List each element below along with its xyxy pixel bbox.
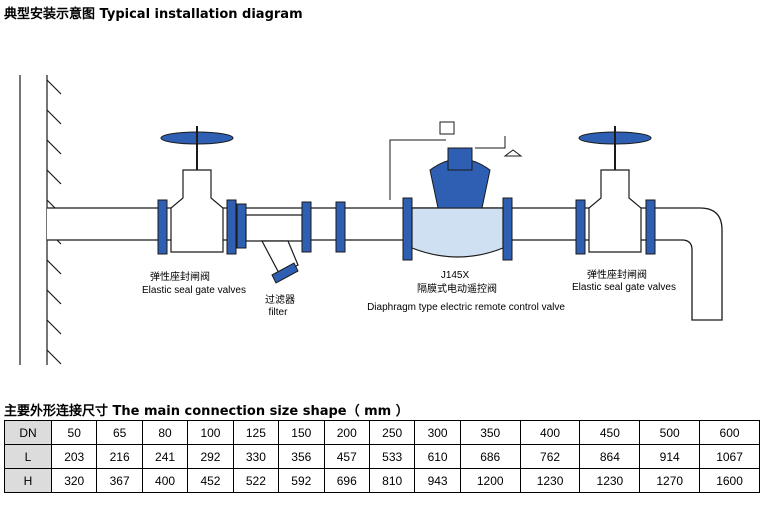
table-cell: 250 <box>368 420 416 445</box>
table-cell: 452 <box>187 468 234 493</box>
table-cell: 203 <box>50 444 98 469</box>
right-valve-label-en: Elastic seal gate valves <box>572 282 676 293</box>
table-cell: 1230 <box>579 468 641 493</box>
table-cell: 125 <box>232 420 280 445</box>
main-valve-model: J145X <box>441 270 470 281</box>
table-cell: 300 <box>414 420 461 445</box>
table-cell: 810 <box>368 468 416 493</box>
table-cell: 1230 <box>519 468 581 493</box>
row-header: DN <box>4 420 52 445</box>
table-cell: 1270 <box>639 468 701 493</box>
left-gate-valve <box>157 126 237 255</box>
wall <box>19 75 62 365</box>
table-cell: 600 <box>699 420 760 445</box>
table-cell: 500 <box>639 420 701 445</box>
table-cell: 330 <box>232 444 280 469</box>
table-cell: 65 <box>96 420 143 445</box>
table-cell: 241 <box>141 444 189 469</box>
table-cell: 50 <box>50 420 98 445</box>
filter-label-en: filter <box>269 307 289 318</box>
table-cell: 457 <box>323 444 370 469</box>
row-header: H <box>4 468 52 493</box>
table-cell: 450 <box>579 420 641 445</box>
table-cell: 200 <box>323 420 370 445</box>
right-gate-valve <box>575 126 656 255</box>
table-cell: 400 <box>519 420 581 445</box>
table-cell: 320 <box>50 468 98 493</box>
table-cell: 356 <box>278 444 325 469</box>
table-cell: 292 <box>187 444 234 469</box>
main-valve-label-en: Diaphragm type electric remote control v… <box>367 302 565 313</box>
table-cell: 1200 <box>459 468 521 493</box>
table-cell: 864 <box>579 444 641 469</box>
left-valve-label-en: Elastic seal gate valves <box>142 285 246 296</box>
left-valve-label-cn: 弹性座封闸阀 <box>150 270 210 283</box>
table-cell: 610 <box>414 444 461 469</box>
table-cell: 1600 <box>699 468 760 493</box>
table-cell: 592 <box>278 468 325 493</box>
table-title: 主要外形连接尺寸 The main connection size shape（… <box>4 404 409 419</box>
table-cell: 696 <box>323 468 370 493</box>
installation-diagram: 弹性座封闸阀 Elastic seal gate valves 过滤器 filt… <box>19 75 723 365</box>
table-cell: 100 <box>187 420 234 445</box>
diaphragm-control-valve <box>389 121 523 261</box>
table-cell: 1067 <box>699 444 760 469</box>
table-cell: 533 <box>368 444 416 469</box>
table-cell: 522 <box>232 468 280 493</box>
table-cell: 350 <box>459 420 521 445</box>
table-cell: 943 <box>414 468 461 493</box>
filter-label-cn: 过滤器 <box>265 293 295 306</box>
page-title: 典型安装示意图 Typical installation diagram <box>4 7 303 22</box>
main-valve-label-cn: 隔膜式电动遥控阀 <box>417 282 497 295</box>
y-strainer-filter <box>236 201 346 284</box>
table-cell: 367 <box>96 468 143 493</box>
row-header: L <box>4 444 52 469</box>
table-cell: 400 <box>141 468 189 493</box>
table-cell: 762 <box>519 444 581 469</box>
table-cell: 150 <box>278 420 325 445</box>
table-cell: 80 <box>141 420 189 445</box>
table-cell: 686 <box>459 444 521 469</box>
right-valve-label-cn: 弹性座封闸阀 <box>587 268 647 281</box>
table-cell: 914 <box>639 444 701 469</box>
table-cell: 216 <box>96 444 143 469</box>
